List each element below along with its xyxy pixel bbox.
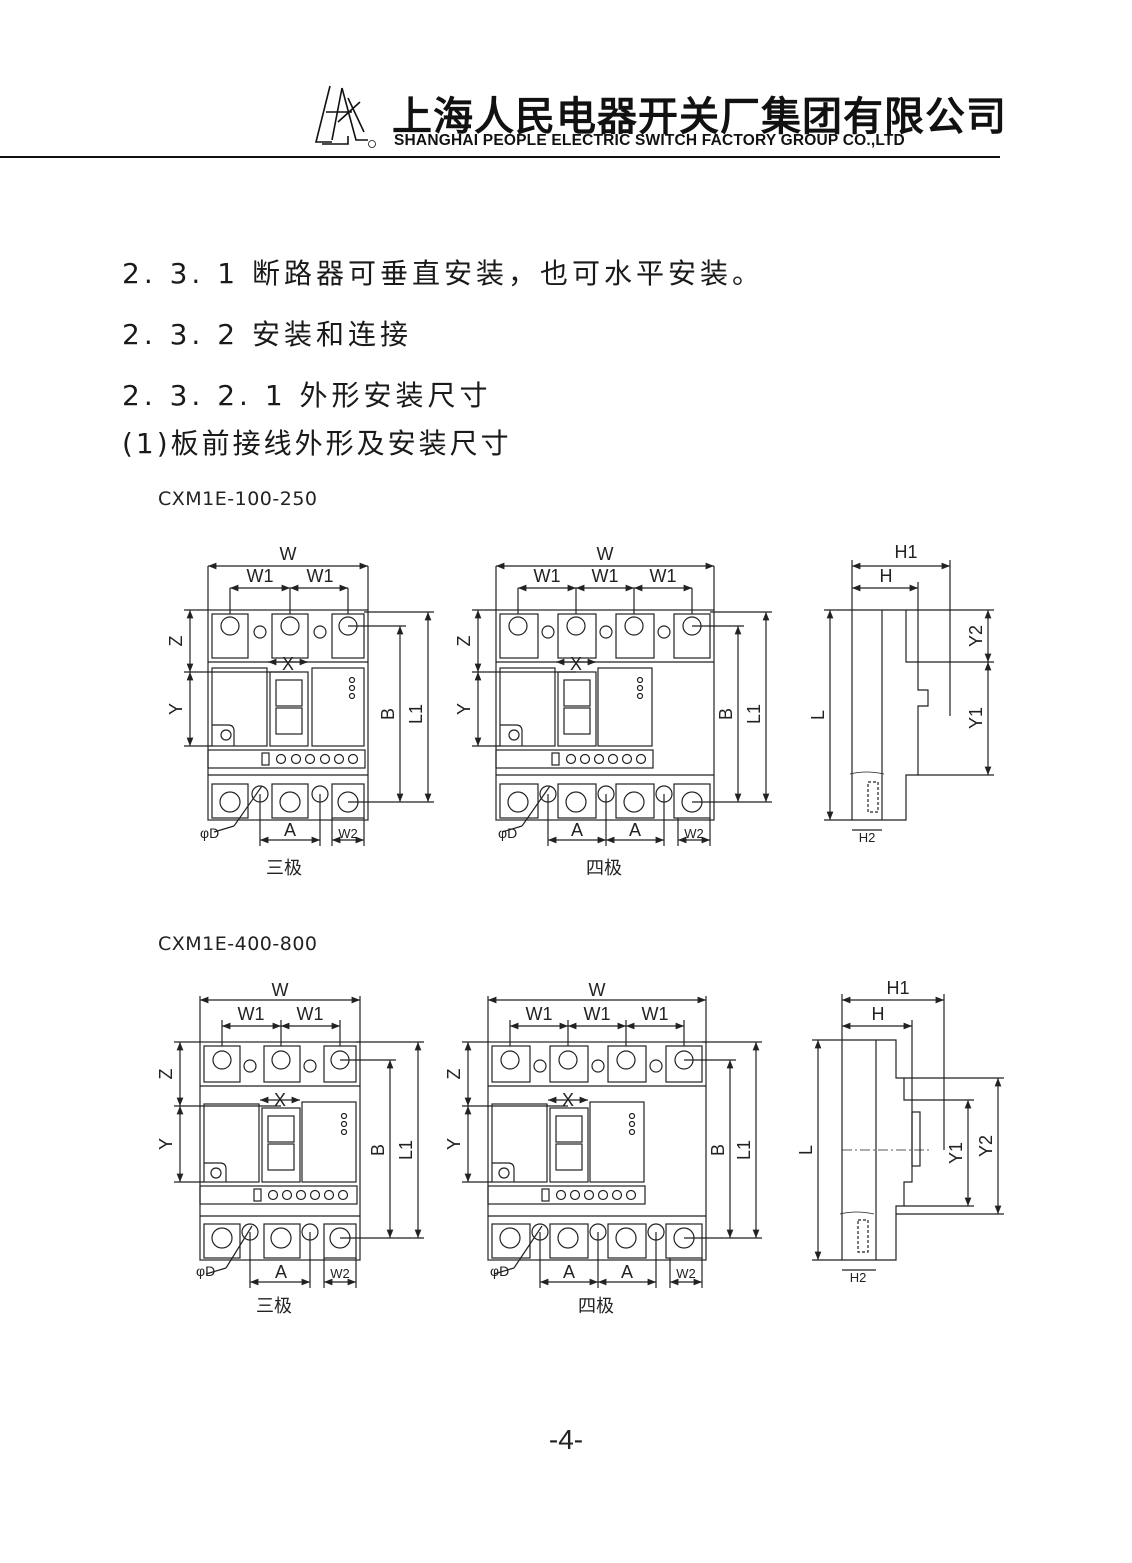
dim-X: X <box>282 654 294 674</box>
dim-W2: W2 <box>330 1266 350 1281</box>
dim-A: A <box>571 820 583 840</box>
dim-Y2: Y2 <box>966 625 986 647</box>
dim-H2: H2 <box>859 830 876 845</box>
dim-L: L <box>808 710 828 720</box>
front-view-4pole-small <box>472 562 772 846</box>
dim-Y: Y <box>166 703 186 715</box>
dim-phiD: φD <box>196 1263 215 1279</box>
dim-Y1: Y1 <box>946 1142 966 1164</box>
dim-A: A <box>629 820 641 840</box>
dim-B: B <box>708 1144 728 1156</box>
dim-W1: W1 <box>584 1004 611 1024</box>
dim-W1: W1 <box>297 1004 324 1024</box>
page-header: 上海人民电器开关厂集团有限公司 SHANGHAI PEOPLE ELECTRIC… <box>0 0 1132 160</box>
dim-H: H <box>880 566 893 586</box>
caption-3pole: 三极 <box>256 1296 292 1316</box>
dim-W: W <box>597 544 614 564</box>
dim-A: A <box>275 1262 287 1282</box>
company-logo-icon <box>314 85 376 148</box>
side-view-small <box>824 560 994 831</box>
dim-H: H <box>872 1004 885 1024</box>
drawing-set-small: W W1 W1 Z Y X B L1 A φD W2 三极 W W1 W1 W1… <box>0 530 1132 890</box>
dim-W1: W1 <box>247 566 274 586</box>
company-name-cn: 上海人民电器开关厂集团有限公司 <box>392 94 1007 140</box>
dim-H1: H1 <box>886 978 909 998</box>
dim-Y: Y <box>156 1138 176 1150</box>
dim-X: X <box>274 1090 286 1110</box>
dim-Y2: Y2 <box>976 1135 996 1157</box>
dim-A: A <box>563 1262 575 1282</box>
dim-B: B <box>716 708 736 720</box>
dim-H1: H1 <box>894 542 917 562</box>
section-front-wiring: (1)板前接线外形及安装尺寸 <box>122 427 512 460</box>
dim-W1: W1 <box>642 1004 669 1024</box>
dim-W: W <box>272 980 289 1000</box>
front-view-3pole-large <box>174 996 424 1288</box>
section-2-3-2-1: 2. 3. 2. 1 外形安装尺寸 <box>122 379 492 412</box>
header-rule <box>0 156 1000 158</box>
dim-phiD: φD <box>498 825 517 841</box>
dim-W1: W1 <box>534 566 561 586</box>
caption-4pole: 四极 <box>586 858 622 878</box>
dim-W1: W1 <box>650 566 677 586</box>
drawing-set-large: W W1 W1 Z Y X B L1 A φD W2 三极 W W1 W1 W1… <box>0 970 1132 1330</box>
dim-L1: L1 <box>734 1140 754 1160</box>
caption-4pole: 四极 <box>578 1296 614 1316</box>
front-view-3pole-small <box>184 562 434 846</box>
dim-B: B <box>378 708 398 720</box>
dim-A: A <box>621 1262 633 1282</box>
dim-W2: W2 <box>684 826 704 841</box>
dim-Y: Y <box>444 1138 464 1150</box>
dim-B: B <box>368 1144 388 1156</box>
section-2-3-2: 2. 3. 2 安装和连接 <box>122 318 412 351</box>
dim-W1: W1 <box>307 566 334 586</box>
dim-W1: W1 <box>238 1004 265 1024</box>
dim-Y: Y <box>454 703 474 715</box>
dim-A: A <box>284 820 296 840</box>
dim-W: W <box>589 980 606 1000</box>
dim-W: W <box>280 544 297 564</box>
dim-L1: L1 <box>406 704 426 724</box>
front-view-4pole-large <box>462 996 762 1288</box>
dim-Z: Z <box>166 636 186 647</box>
dim-phiD: φD <box>490 1263 509 1279</box>
dim-L: L <box>796 1145 816 1155</box>
dim-X: X <box>562 1090 574 1110</box>
dim-Z: Z <box>156 1069 176 1080</box>
dim-Y1: Y1 <box>966 707 986 729</box>
dim-L1: L1 <box>744 704 764 724</box>
section-2-3-1: 2. 3. 1 断路器可垂直安装，也可水平安装。 <box>122 257 764 290</box>
side-view-large <box>812 994 1004 1271</box>
model-label-small: CXM1E-100-250 <box>158 488 318 510</box>
dim-W2: W2 <box>338 826 358 841</box>
dim-Z: Z <box>444 1069 464 1080</box>
caption-3pole: 三极 <box>266 858 302 878</box>
dim-W1: W1 <box>592 566 619 586</box>
dim-L1: L1 <box>396 1140 416 1160</box>
model-label-large: CXM1E-400-800 <box>158 933 318 955</box>
dim-W2: W2 <box>676 1266 696 1281</box>
dim-phiD: φD <box>200 825 219 841</box>
page-number: -4- <box>548 1424 584 1455</box>
dim-H2: H2 <box>850 1270 867 1285</box>
dim-X: X <box>570 654 582 674</box>
dim-W1: W1 <box>526 1004 553 1024</box>
dim-Z: Z <box>454 636 474 647</box>
company-name-en: SHANGHAI PEOPLE ELECTRIC SWITCH FACTORY … <box>394 132 905 149</box>
